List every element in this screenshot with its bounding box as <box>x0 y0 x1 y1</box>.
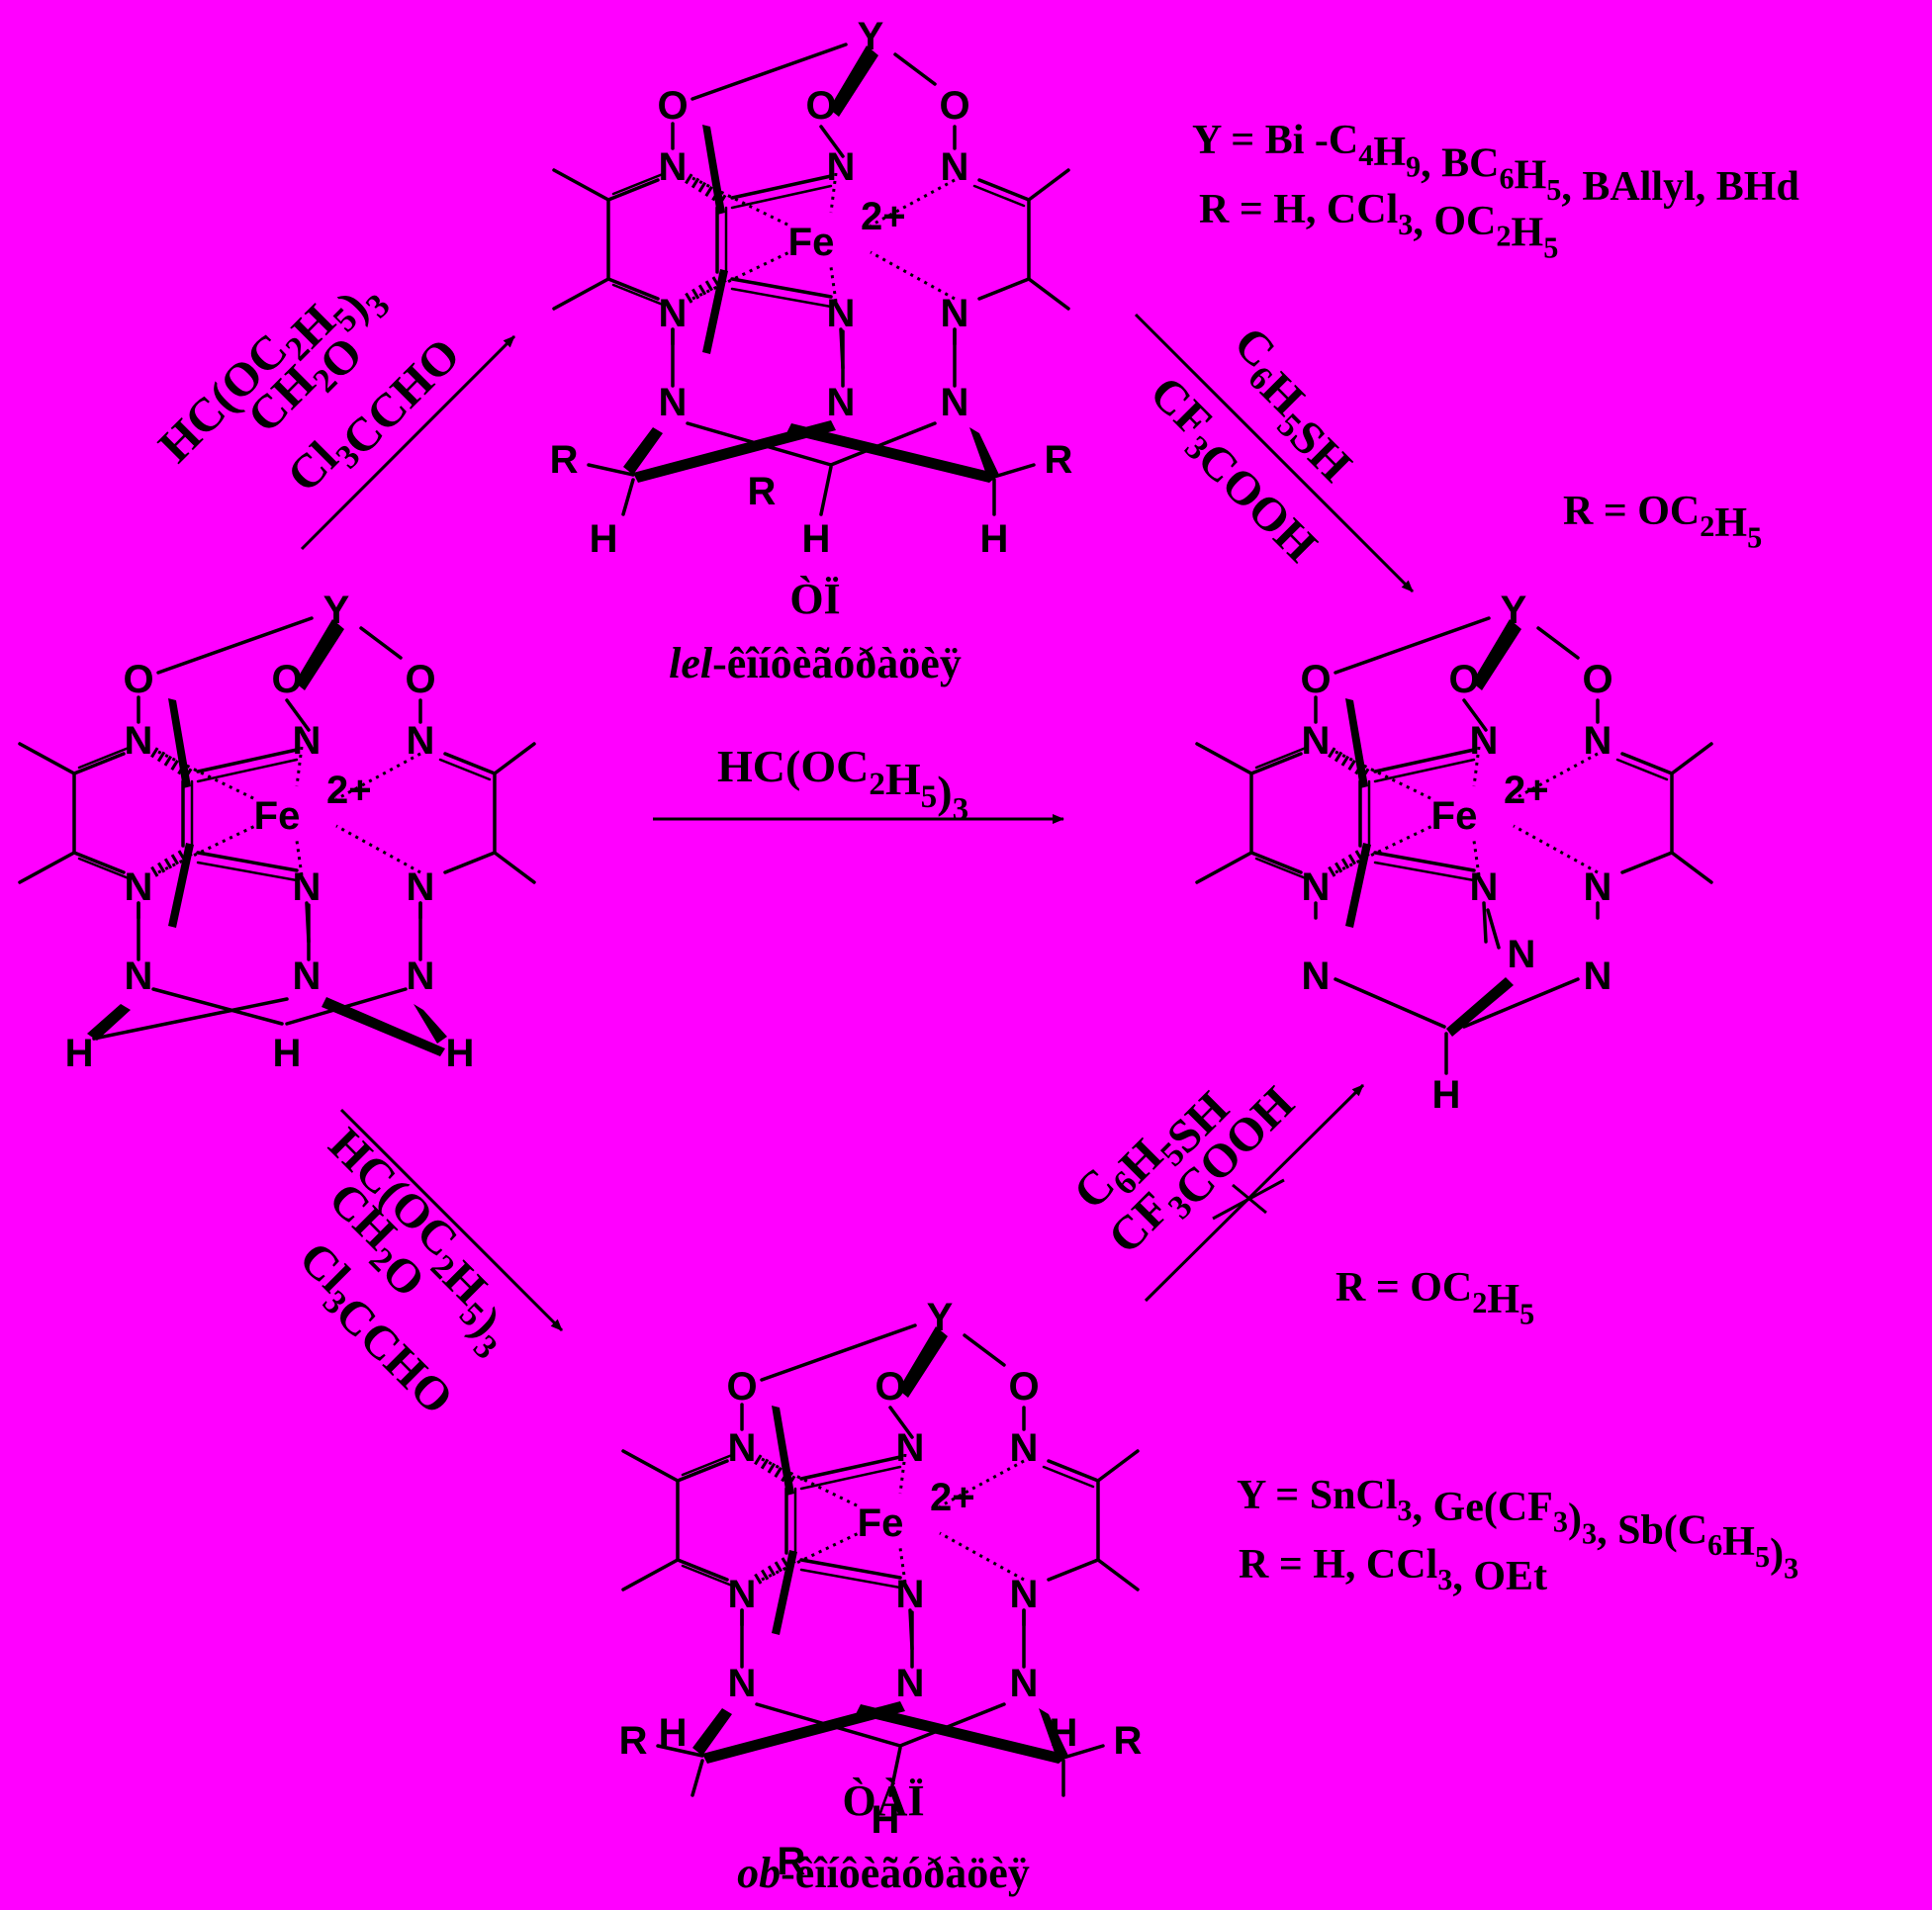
atom-n: N <box>827 292 856 335</box>
atom-n: N <box>896 1426 925 1470</box>
atom-n: N <box>896 1662 925 1705</box>
atom-n: N <box>125 719 153 763</box>
atom-h: H <box>446 1032 475 1075</box>
atom-r: R <box>1114 1719 1143 1763</box>
atom-r: R <box>748 470 777 513</box>
atom-h: H <box>802 517 831 561</box>
atom-r: R <box>550 438 579 482</box>
arrow-blocked-cross-2 <box>1232 1183 1267 1215</box>
atom-r: R <box>1045 438 1073 482</box>
atom-n: N <box>125 955 153 998</box>
caption-top-name: lel-êîíôèãóðàöèÿ <box>669 639 962 687</box>
atom-h: H <box>980 517 1009 561</box>
caption-bottom-name: ob-êîíôèãóðàöèÿ <box>737 1849 1030 1897</box>
atom-n: N <box>1584 865 1612 909</box>
atom-o-left: O <box>1300 658 1331 701</box>
atom-h: H <box>872 1798 900 1842</box>
atom-n: N <box>1302 865 1331 909</box>
atom-n: N <box>659 381 688 424</box>
condition-top-r: R = H, CCl3, OC2H5 <box>1199 187 1558 264</box>
atom-o-middle: O <box>805 84 836 128</box>
atom-n: N <box>1470 865 1499 909</box>
atom-n: N <box>293 955 322 998</box>
atom-o-middle: O <box>874 1365 905 1409</box>
atom-fe: Fe <box>254 794 301 838</box>
atom-n: N <box>827 381 856 424</box>
atom-h: H <box>65 1032 94 1075</box>
atom-n: N <box>728 1426 757 1470</box>
atom-fe: Fe <box>858 1501 904 1545</box>
reagent-middle: HC(OC2H5)3 <box>717 741 968 828</box>
atom-y: Y <box>927 1296 954 1339</box>
atom-h: H <box>590 517 618 561</box>
arrow-bottom-left <box>339 1108 564 1332</box>
atom-o-right: O <box>1582 658 1612 701</box>
reagent-top-right-1: C6H5SH <box>1205 317 1380 492</box>
condition-right: R = OC2H5 <box>1563 489 1762 555</box>
fe-charge: 2+ <box>930 1476 975 1519</box>
atom-o-right: O <box>405 658 435 701</box>
atom-n: N <box>293 865 322 909</box>
fe-charge: 2+ <box>1504 769 1549 812</box>
atom-o-left: O <box>726 1365 757 1409</box>
condition-top-y: Y = Bi -C4H9, BC6H5, BAllyl, BHd <box>1192 118 1799 210</box>
atom-y: Y <box>323 589 350 632</box>
atom-o-right: O <box>1008 1365 1039 1409</box>
atom-n: N <box>941 381 969 424</box>
atom-n: N <box>1584 955 1612 998</box>
atom-fe: Fe <box>788 221 835 264</box>
atom-r: R <box>619 1719 648 1763</box>
atom-n: N <box>1470 719 1499 763</box>
atom-n: N <box>293 719 322 763</box>
fe-charge: 2+ <box>861 195 906 238</box>
condition-bottom-r: R = H, CCl3, OEt <box>1239 1542 1547 1599</box>
atom-n: N <box>896 1573 925 1616</box>
atom-n: N <box>1010 1426 1039 1470</box>
atom-o-middle: O <box>1448 658 1479 701</box>
fe-charge: 2+ <box>326 769 372 812</box>
arrow-top-left <box>300 334 516 551</box>
condition-bottom-y: Y = SnCl3, Ge(CF3)3, Sb(C6H5)3 <box>1237 1473 1798 1586</box>
atom-n: N <box>1302 719 1331 763</box>
arrow-top-right <box>1134 313 1415 593</box>
reagent-top-left-2: CH2O <box>237 318 373 453</box>
atom-n: N <box>1302 955 1331 998</box>
atom-n: N <box>941 145 969 189</box>
atom-o-left: O <box>657 84 688 128</box>
caption-top-code: ÒÏ <box>789 575 840 623</box>
atom-o-right: O <box>939 84 969 128</box>
atom-h: H <box>1432 1073 1461 1117</box>
atom-n: N <box>407 955 435 998</box>
atom-n: N <box>659 145 688 189</box>
caption-bottom-code: ÒÀÏ <box>842 1776 924 1825</box>
atom-n: N <box>407 719 435 763</box>
atom-n: N <box>1010 1662 1039 1705</box>
arrow-bottom-right <box>1144 1083 1365 1303</box>
atom-r: R <box>778 1840 806 1883</box>
atom-n: N <box>1508 933 1536 976</box>
atom-o-middle: O <box>271 658 302 701</box>
atom-n: N <box>1584 719 1612 763</box>
atom-o-left: O <box>123 658 153 701</box>
atom-y: Y <box>858 15 884 58</box>
condition-bottom-right: R = OC2H5 <box>1335 1265 1534 1331</box>
atom-y: Y <box>1501 589 1527 632</box>
atom-fe: Fe <box>1431 794 1478 838</box>
atom-h: H <box>273 1032 302 1075</box>
atom-n: N <box>827 145 856 189</box>
atom-n: N <box>728 1662 757 1705</box>
